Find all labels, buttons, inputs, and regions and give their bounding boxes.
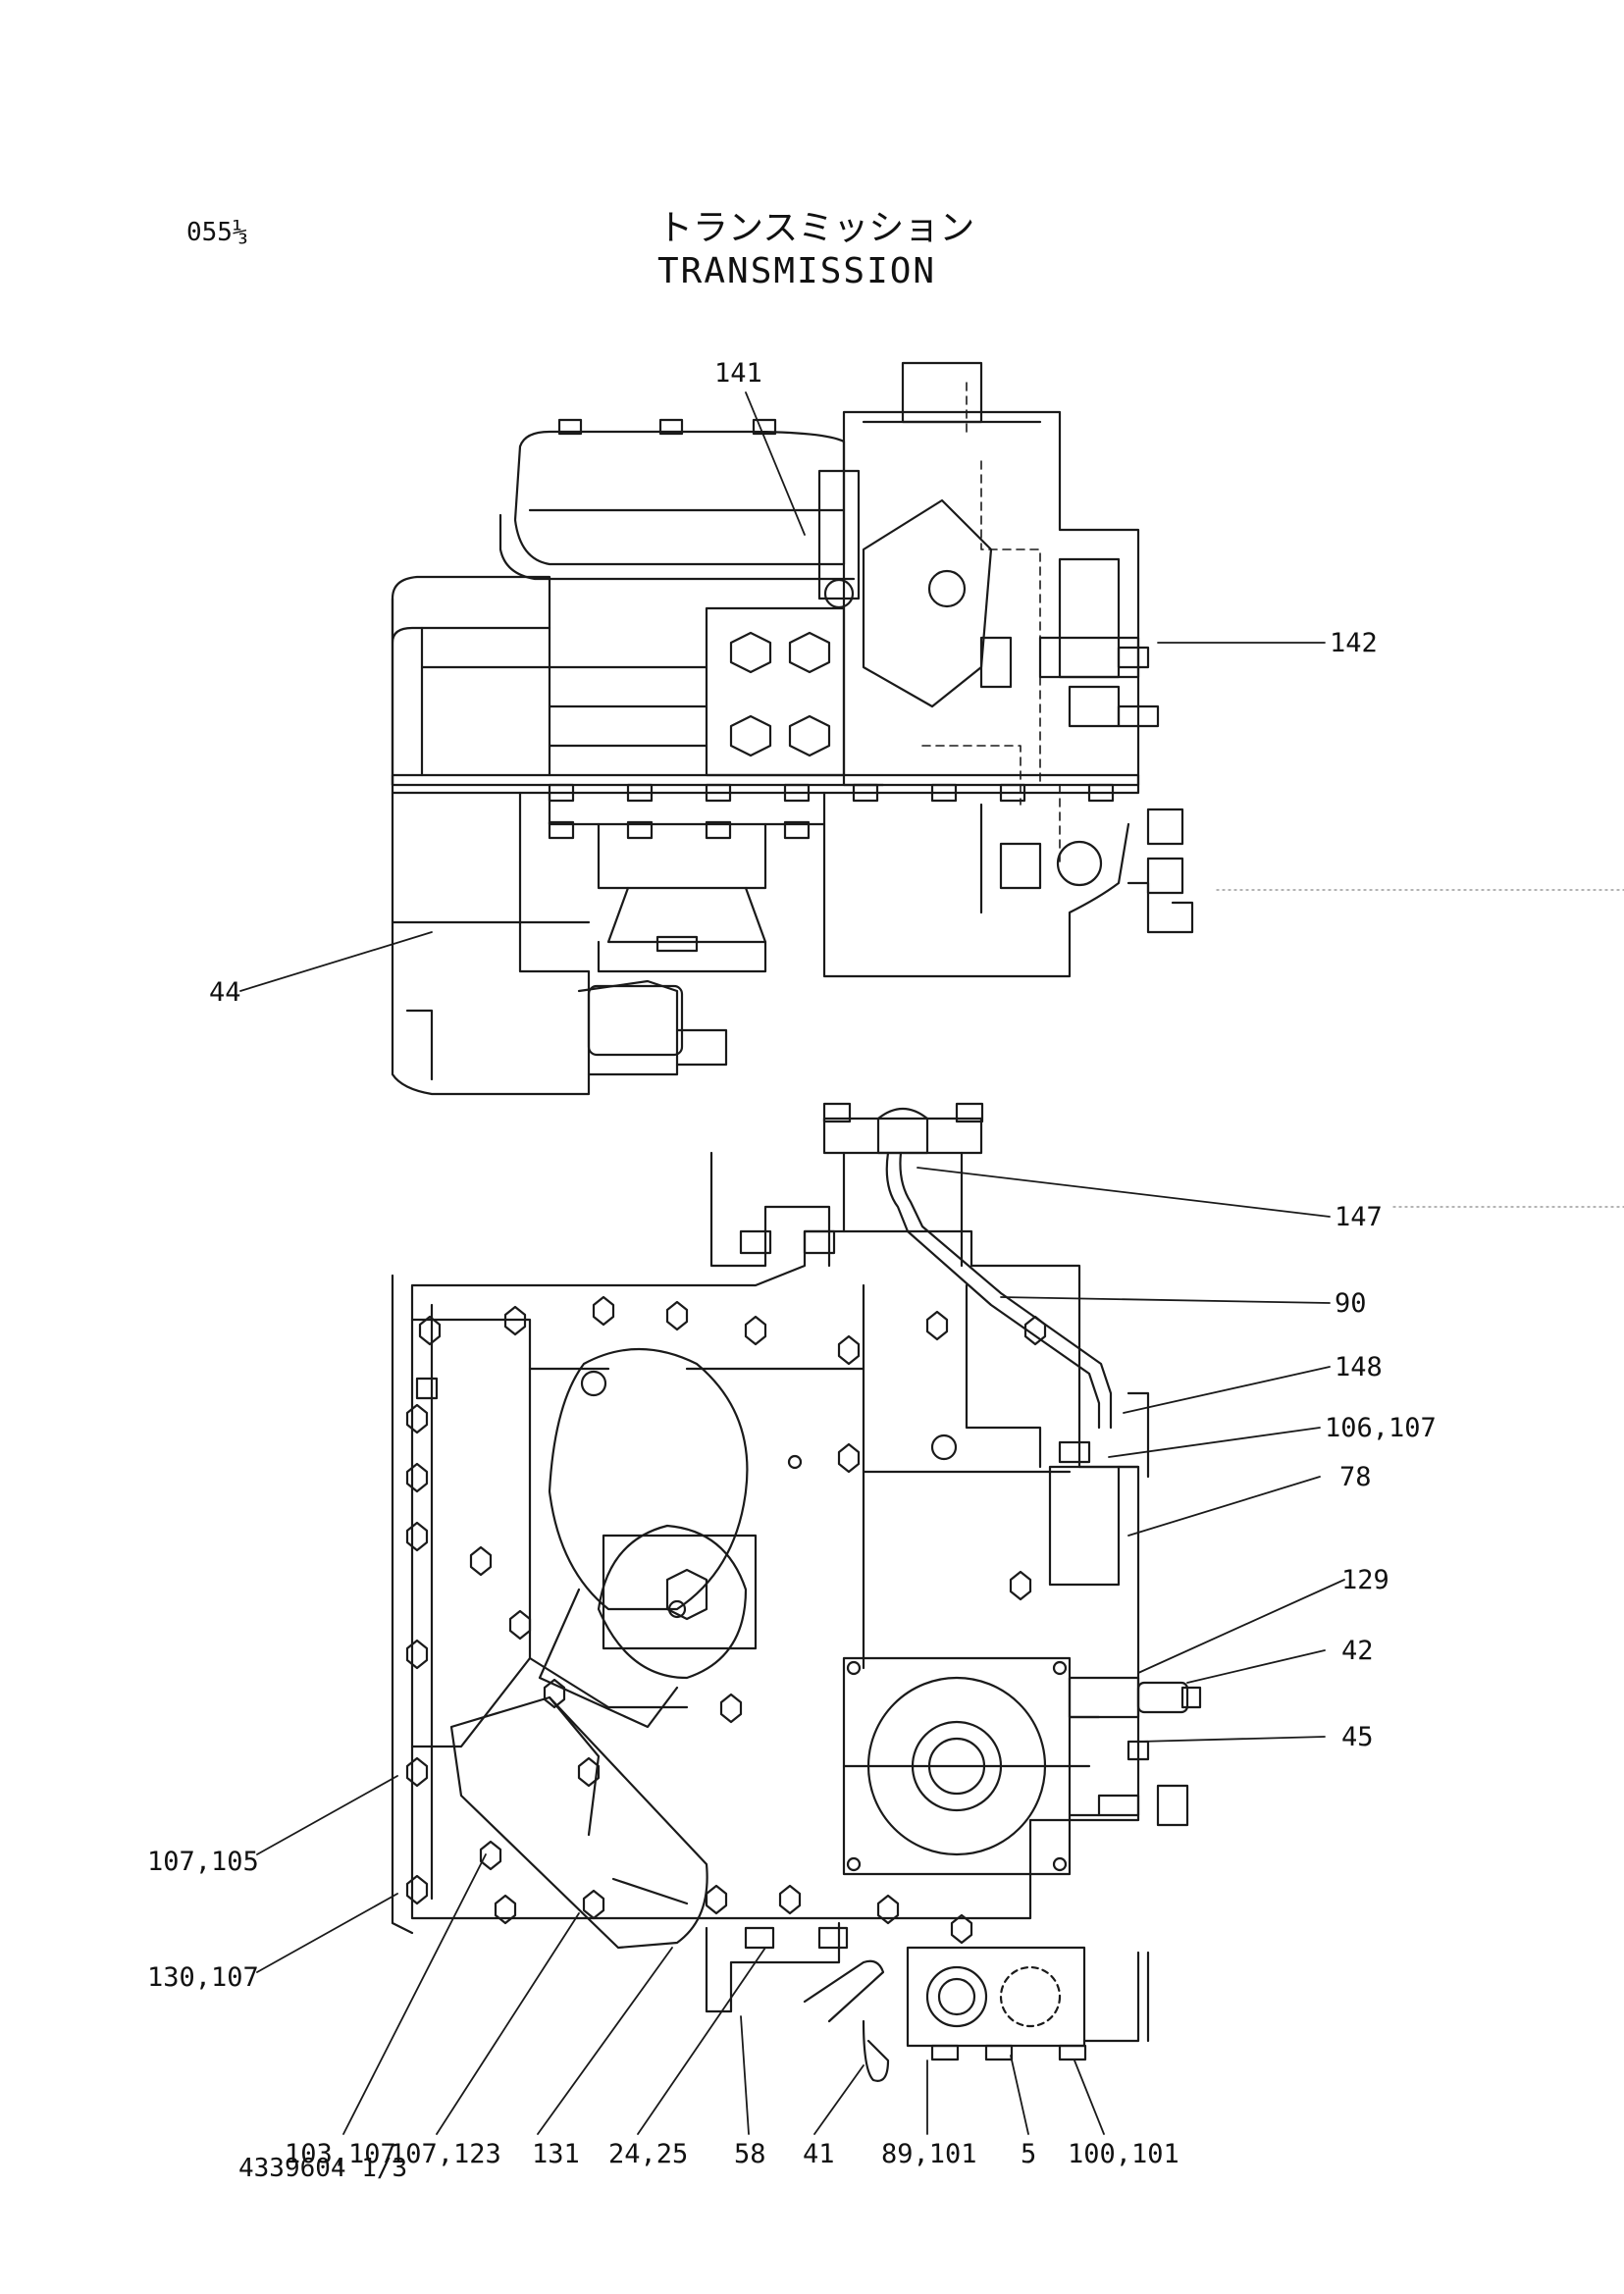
callout-129: 129 bbox=[1341, 1565, 1389, 1595]
callout-142: 142 bbox=[1330, 628, 1378, 658]
callout-78: 78 bbox=[1339, 1462, 1372, 1492]
title-english: TRANSMISSION bbox=[657, 251, 937, 291]
callout-106-107: 106,107 bbox=[1325, 1413, 1437, 1443]
callout-41: 41 bbox=[803, 2139, 835, 2169]
callout-141: 141 bbox=[714, 358, 762, 389]
drawing-number: 4339604 1/3 bbox=[238, 2154, 408, 2183]
leader-lines bbox=[240, 392, 1344, 2134]
callout-100-101: 100,101 bbox=[1068, 2139, 1179, 2169]
callout-103-107: 103,107 bbox=[285, 2139, 396, 2169]
top-view bbox=[393, 363, 1192, 1094]
callout-5: 5 bbox=[1021, 2139, 1037, 2169]
callout-148: 148 bbox=[1335, 1352, 1383, 1382]
callout-89-101: 89,101 bbox=[881, 2139, 977, 2169]
callout-58: 58 bbox=[734, 2139, 766, 2169]
callout-24-25: 24,25 bbox=[608, 2139, 689, 2169]
callout-45: 45 bbox=[1341, 1722, 1374, 1752]
callout-107-105: 107,105 bbox=[147, 1847, 259, 1877]
page-number: 055⅓ bbox=[186, 218, 248, 247]
bottom-view bbox=[393, 1104, 1200, 2081]
callout-107-123: 107,123 bbox=[390, 2139, 501, 2169]
title-japanese: トランスミッション bbox=[657, 208, 975, 248]
callout-131: 131 bbox=[532, 2139, 580, 2169]
callout-90: 90 bbox=[1335, 1288, 1367, 1319]
callout-44: 44 bbox=[209, 977, 241, 1008]
callout-147: 147 bbox=[1335, 1202, 1383, 1232]
callout-130-107: 130,107 bbox=[147, 1962, 259, 1993]
callout-42: 42 bbox=[1341, 1636, 1374, 1666]
